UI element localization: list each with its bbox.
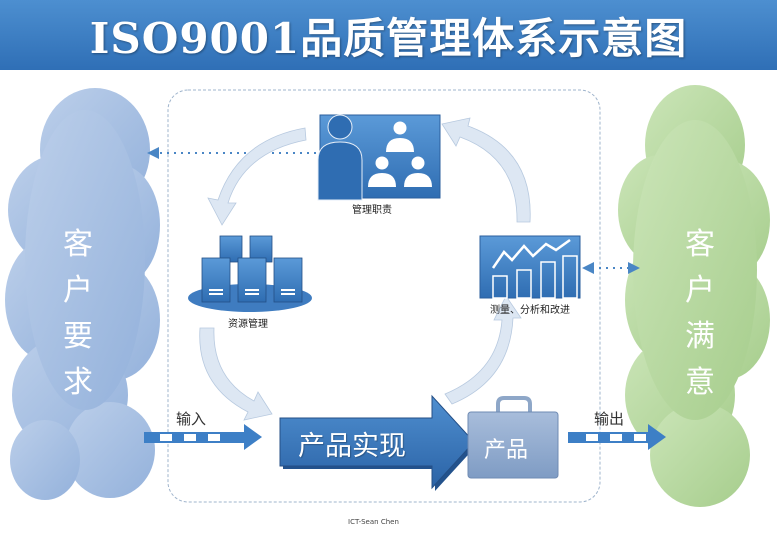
product-briefcase-icon [467,396,559,479]
input-arrow [144,424,262,450]
arrow-measurement-to-management [441,117,531,223]
output-label: 输出 [594,410,625,428]
measurement-to-customer-connector [582,262,640,274]
title-bar: ISO9001品质管理体系示意图 [0,0,777,70]
diagram-title: ISO9001品质管理体系示意图 [89,13,688,63]
arrow-management-to-resources [207,127,307,226]
customer-satisfaction-cloud [618,85,770,507]
resources-label: 资源管理 [228,319,268,330]
diagram-canvas [5,85,770,507]
measurement-label: 测量、分析和改进 [490,305,570,316]
product-realization-arrow [279,394,477,491]
customer-satisfaction-label: 客户满意 [685,227,715,400]
process-frame [167,89,601,503]
management-to-customer-connector [147,147,320,159]
customer-requirements-label: 客户要求 [63,227,93,400]
output-arrow [568,424,666,450]
management-icon [317,114,441,201]
resources-icon [188,235,312,312]
cycle-arrows [199,117,531,421]
product-realization-label: 产品实现 [298,431,406,462]
input-label: 输入 [176,410,207,428]
management-label: 管理职责 [352,205,392,216]
measurement-chart-icon [479,235,581,299]
arrow-realization-to-measurement [444,295,522,405]
arrow-resources-to-realization [199,327,273,421]
customer-requirements-cloud [5,88,160,500]
product-label: 产品 [484,438,529,463]
author-credit: ICT-Sean Chen [348,518,399,526]
